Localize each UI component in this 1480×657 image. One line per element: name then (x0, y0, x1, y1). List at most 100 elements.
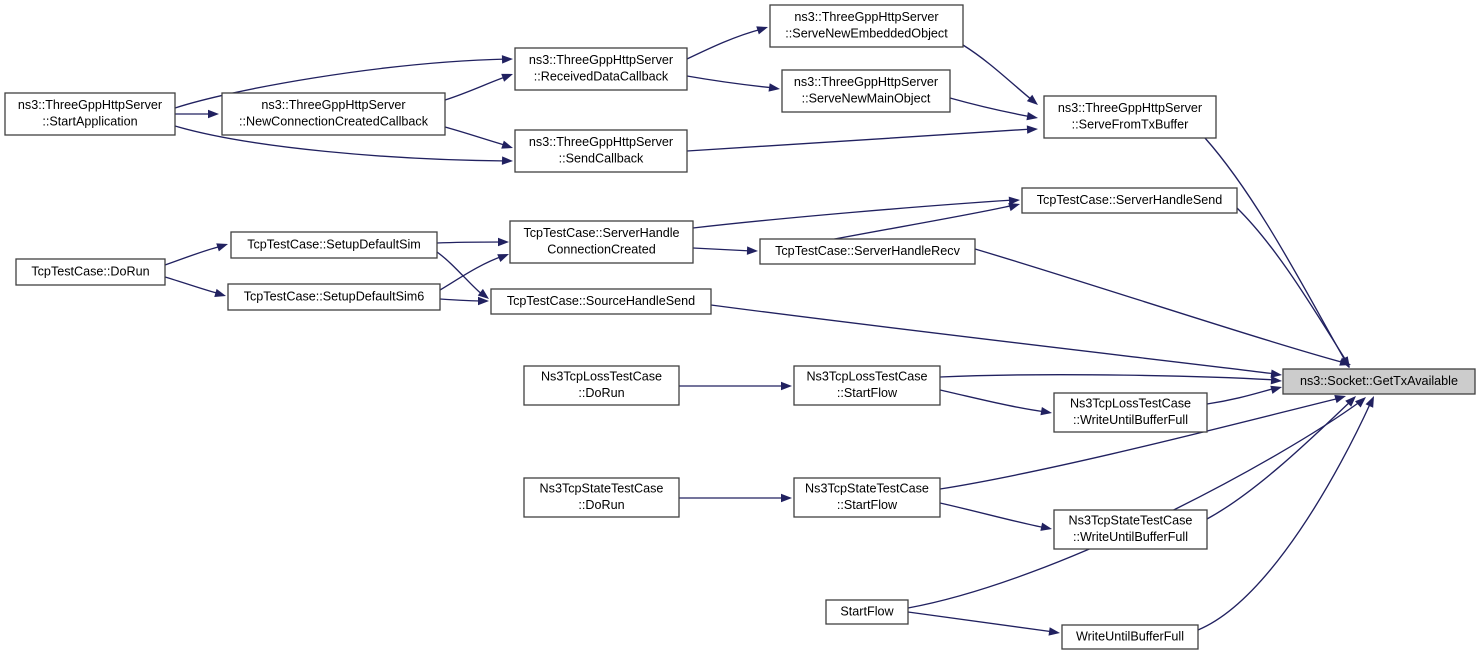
node-box[interactable] (825, 599, 909, 625)
edge-arrowhead (1008, 196, 1020, 205)
node-box[interactable] (221, 92, 446, 136)
graph-node[interactable]: TcpTestCase::SourceHandleSend (490, 288, 712, 315)
node-label: Ns3TcpStateTestCase (805, 482, 929, 496)
node-box[interactable] (514, 129, 688, 173)
edge-arrowhead (1345, 396, 1356, 407)
node-box[interactable] (490, 288, 712, 315)
edge-arrowhead (1270, 369, 1282, 378)
node-label: Ns3TcpStateTestCase (540, 482, 664, 496)
call-edge (686, 128, 1033, 152)
node-box[interactable] (15, 258, 166, 286)
graph-node[interactable]: Ns3TcpLossTestCase::StartFlow (793, 365, 941, 406)
call-edge (174, 125, 509, 162)
edge-arrowhead (497, 254, 509, 263)
node-box[interactable] (230, 231, 438, 259)
node-box[interactable] (769, 4, 964, 48)
graph-node[interactable]: TcpTestCase::ServerHandleRecv (759, 238, 976, 265)
edge-arrowhead (1355, 397, 1366, 408)
node-box[interactable] (1043, 95, 1217, 139)
edge-arrowhead (478, 296, 489, 306)
graph-node[interactable]: Ns3TcpStateTestCase::WriteUntilBufferFul… (1053, 509, 1208, 550)
edge-arrowhead (781, 493, 792, 503)
node-box[interactable] (523, 365, 680, 406)
call-edge (692, 199, 1015, 229)
call-edge (962, 44, 1033, 101)
graph-node[interactable]: Ns3TcpLossTestCase::DoRun (523, 365, 680, 406)
graph-node[interactable]: TcpTestCase::ServerHandleSend (1021, 187, 1238, 214)
edge-arrowhead (501, 140, 513, 149)
edge-arrowhead (1048, 627, 1060, 636)
graph-node[interactable]: ns3::ThreeGppHttpServer::SendCallback (514, 129, 688, 173)
edge-arrowhead (208, 109, 219, 119)
node-label: WriteUntilBufferFull (1076, 629, 1184, 643)
graph-node[interactable]: TcpTestCase::ServerHandleConnectionCreat… (509, 220, 694, 264)
node-box[interactable] (514, 47, 688, 91)
edge-arrowhead (1040, 522, 1052, 531)
node-box[interactable] (1053, 392, 1208, 433)
graph-node[interactable]: ns3::ThreeGppHttpServer::NewConnectionCr… (221, 92, 446, 136)
node-label: ::WriteUntilBufferFull (1073, 530, 1188, 544)
graph-node[interactable]: Ns3TcpStateTestCase::DoRun (523, 477, 680, 518)
node-label: ns3::ThreeGppHttpServer (794, 10, 938, 24)
node-label: ::DoRun (578, 498, 624, 512)
node-label: Ns3TcpStateTestCase (1069, 514, 1193, 528)
graph-node[interactable]: TcpTestCase::DoRun (15, 258, 166, 286)
edge-arrowhead (1365, 396, 1374, 408)
call-edge (686, 28, 763, 60)
call-edge (1197, 401, 1372, 631)
call-edge (1204, 137, 1347, 363)
edge-arrowhead (214, 288, 226, 298)
graph-node[interactable]: ns3::ThreeGppHttpServer::ServeNewMainObj… (781, 69, 951, 113)
edge-arrowhead (756, 26, 768, 35)
node-label: ::DoRun (578, 386, 624, 400)
node-box[interactable] (1021, 187, 1238, 214)
edge-arrowhead (501, 55, 513, 64)
graph-node[interactable]: ns3::ThreeGppHttpServer::ServeNewEmbedde… (769, 4, 964, 48)
node-box[interactable] (759, 238, 976, 265)
node-label: ::StartApplication (42, 115, 137, 129)
graph-node[interactable]: ns3::ThreeGppHttpServer::ServeFromTxBuff… (1043, 95, 1217, 139)
node-box[interactable] (793, 365, 941, 406)
graph-node[interactable]: TcpTestCase::SetupDefaultSim (230, 231, 438, 259)
node-label: TcpTestCase::SetupDefaultSim6 (244, 289, 425, 303)
node-box[interactable] (523, 477, 680, 518)
call-edge (436, 251, 485, 297)
edge-arrowhead (1270, 376, 1282, 385)
graph-node[interactable]: ns3::Socket::GetTxAvailable (1282, 368, 1476, 395)
node-box[interactable] (1053, 509, 1208, 550)
call-edge (686, 75, 775, 89)
call-edge (1206, 399, 1353, 520)
call-edge (949, 97, 1033, 118)
edge-arrowhead (1270, 385, 1282, 394)
node-label: Ns3TcpLossTestCase (541, 370, 662, 384)
graph-node[interactable]: WriteUntilBufferFull (1061, 624, 1199, 650)
node-label: ::StartFlow (837, 386, 898, 400)
edge-arrowhead (1026, 111, 1038, 121)
node-box[interactable] (4, 92, 176, 136)
graph-node[interactable]: ns3::ThreeGppHttpServer::StartApplicatio… (4, 92, 176, 136)
node-label: ::ReceivedDataCallback (534, 70, 669, 84)
call-edge (939, 373, 1277, 381)
call-edge (164, 245, 223, 266)
node-box[interactable] (227, 283, 441, 311)
node-box[interactable] (793, 477, 941, 518)
graph-node[interactable]: Ns3TcpStateTestCase::StartFlow (793, 477, 941, 518)
edge-arrowhead (1026, 125, 1038, 134)
node-box[interactable] (509, 220, 694, 264)
graph-node[interactable]: StartFlow (825, 599, 909, 625)
node-label: ns3::ThreeGppHttpServer (529, 135, 673, 149)
target-node-box[interactable] (1282, 368, 1476, 395)
call-edge (974, 248, 1346, 364)
graph-node[interactable]: TcpTestCase::SetupDefaultSim6 (227, 283, 441, 311)
graph-node[interactable]: ns3::ThreeGppHttpServer::ReceivedDataCal… (514, 47, 688, 91)
node-box[interactable] (781, 69, 951, 113)
node-box[interactable] (1061, 624, 1199, 650)
edge-arrowhead (1334, 394, 1346, 404)
node-label: ::ServeFromTxBuffer (1072, 118, 1189, 132)
graph-node[interactable]: Ns3TcpLossTestCase::WriteUntilBufferFull (1053, 392, 1208, 433)
node-label: ::NewConnectionCreatedCallback (239, 115, 429, 129)
edge-arrowhead (1040, 406, 1052, 416)
edge-arrowhead (501, 156, 513, 165)
